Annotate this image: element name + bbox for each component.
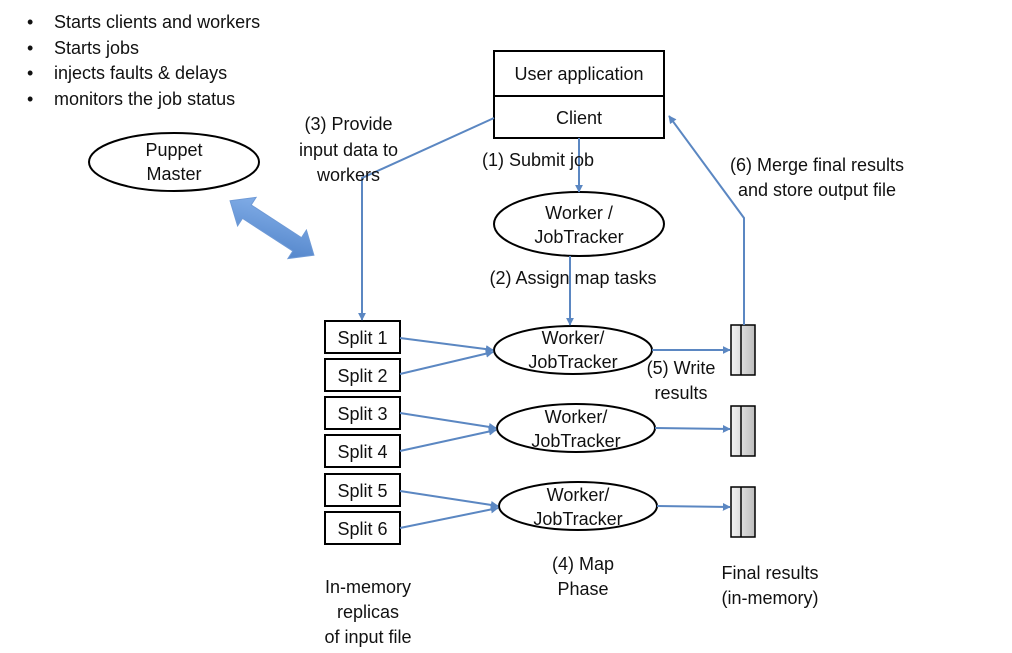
step-4-label: (4) Map Phase — [551, 554, 614, 599]
merge-results-arrow — [668, 115, 745, 325]
split-box-6 — [324, 511, 401, 545]
split-label-5: Split 5 — [337, 481, 388, 501]
client-label: Client — [555, 108, 603, 128]
user-application-box — [493, 50, 665, 97]
split-6-arrow — [399, 505, 499, 529]
puppet-master-label: Puppet Master — [145, 140, 203, 184]
write-results-arrow-2 — [654, 424, 731, 433]
split-5-arrow — [399, 490, 499, 509]
split-label-1: Split 1 — [337, 328, 388, 348]
output-file-icon-2 — [730, 405, 756, 457]
duty-item: Starts clients and workers — [24, 10, 260, 36]
worker-label-1: Worker/ JobTracker — [528, 328, 618, 372]
split-box-2 — [324, 358, 401, 392]
duty-item: monitors the job status — [24, 87, 260, 113]
split-4-arrow — [399, 427, 497, 452]
user-application-label: User application — [514, 64, 644, 84]
step-1-label: (1) Submit job — [481, 150, 595, 170]
step-6-label: (6) Merge final results and store output… — [729, 155, 905, 200]
duty-item: Starts jobs — [24, 36, 260, 62]
step-3-label: (3) Provide input data to workers — [298, 114, 399, 185]
split-label-2: Split 2 — [337, 366, 388, 386]
jobtracker-label: Worker / JobTracker — [534, 203, 624, 247]
write-results-arrow-3 — [656, 502, 731, 511]
step-5-label: (5) Write results — [646, 358, 716, 403]
step-2-label: (2) Assign map tasks — [489, 268, 657, 288]
final-results-caption: Final results (in-memory) — [721, 563, 819, 608]
puppet-master-duties-list: Starts clients and workers Starts jobs i… — [24, 10, 260, 112]
puppet-master-link-arrow — [229, 196, 315, 260]
split-box-5 — [324, 473, 401, 507]
duty-item: injects faults & delays — [24, 61, 260, 87]
worker-label-2: Worker/ JobTracker — [531, 407, 621, 451]
output-file-icon-1 — [730, 324, 756, 376]
provide-input-arrow — [358, 117, 495, 321]
split-1-arrow — [399, 337, 494, 354]
split-box-1 — [324, 320, 401, 354]
puppet-master-node — [88, 132, 260, 192]
split-label-6: Split 6 — [337, 519, 388, 539]
split-2-arrow — [399, 349, 494, 375]
split-label-4: Split 4 — [337, 442, 388, 462]
output-file-icon-3 — [730, 486, 756, 538]
worker-label-3: Worker/ JobTracker — [533, 485, 623, 529]
split-label-3: Split 3 — [337, 404, 388, 424]
split-3-arrow — [399, 412, 497, 431]
replicas-caption: In-memory replicas of input file — [324, 577, 412, 647]
